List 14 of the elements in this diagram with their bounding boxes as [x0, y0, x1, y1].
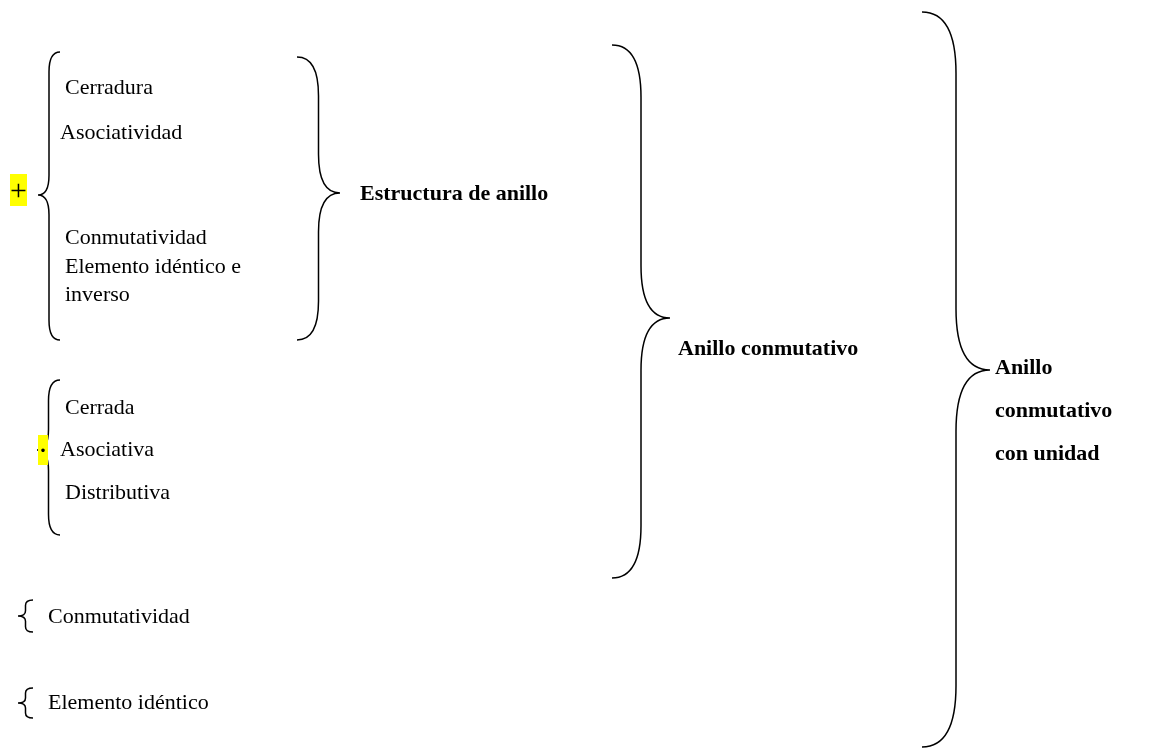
structure-label: Estructura de anillo [360, 179, 549, 207]
property-text: Elemento idéntico e inverso [65, 252, 242, 308]
property-text: Cerrada [65, 393, 135, 421]
property-text: Conmutatividad [65, 223, 207, 251]
property-text: Cerradura [65, 73, 153, 101]
operation-symbol: + [10, 174, 27, 206]
structure-label: Anillo conmutativo [678, 334, 859, 362]
property-text: Elemento idéntico [48, 688, 209, 716]
property-text: Asociatividad [60, 118, 183, 146]
property-text: Asociativa [60, 435, 155, 463]
operation-symbol: · [38, 435, 48, 465]
structure-label: Anillo conmutativo con unidad [995, 353, 1113, 467]
property-text: Conmutatividad [48, 602, 190, 630]
property-text: Distributiva [65, 478, 171, 506]
